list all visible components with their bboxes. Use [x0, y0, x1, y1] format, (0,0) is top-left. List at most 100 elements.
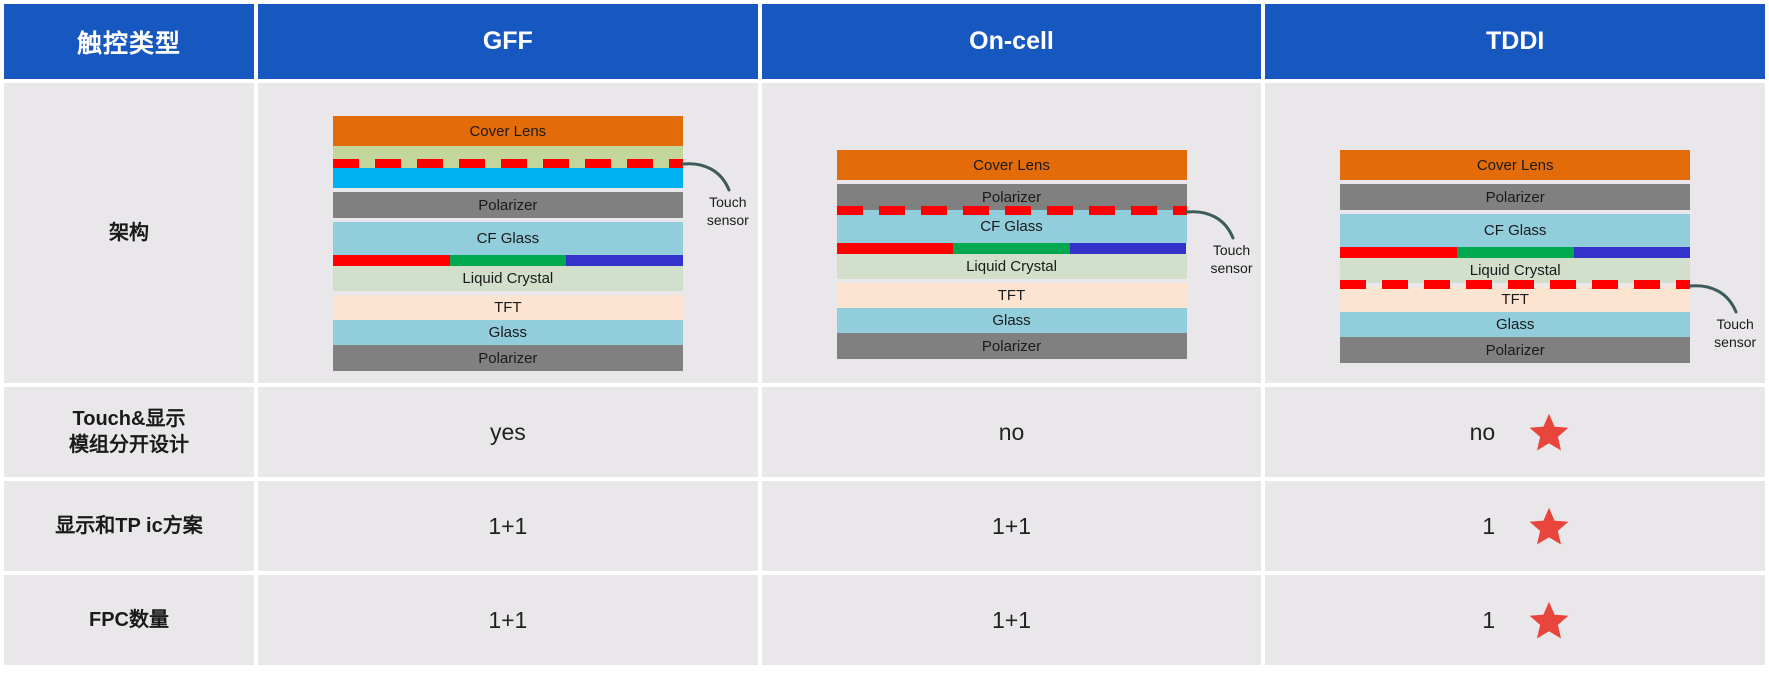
oncell-color-filter-red [836, 243, 954, 254]
row-label-separate-module: Touch&显示 模组分开设计 [4, 387, 254, 477]
header-cell-tddi: TDDI [1265, 4, 1766, 79]
oncell-color-filter-blue [1069, 243, 1187, 254]
tddi-touch-sensor-line [1340, 280, 1691, 289]
tddi-callout-curve-icon [1688, 284, 1738, 314]
cell-fpc-count-tddi: 1 [1265, 575, 1766, 665]
tddi-layer-tft-label: TFT [1501, 291, 1529, 308]
value-separate-module-gff: yes [489, 418, 526, 445]
row-label-ic-solution-text: 显示和TP ic方案 [55, 515, 203, 537]
value-ic-solution-gff: 1+1 [488, 512, 528, 539]
oncell-layer-polarizer-bottom-label: Polarizer [981, 337, 1042, 355]
gff-layer-cf-glass: CF Glass [332, 222, 683, 255]
gff-stack-diagram: Cover Lens Polarizer CF Glass [332, 108, 749, 371]
oncell-layer-cf-glass-label: CF Glass [980, 218, 1043, 235]
header-label-touch-type: 触控类型 [76, 29, 181, 58]
value-fpc-count-gff: 1+1 [488, 606, 528, 633]
gff-layer-polarizer-top-label: Polarizer [478, 196, 538, 214]
value-separate-module-oncell: no [998, 418, 1025, 445]
gff-touch-sensor-callout: Touch sensor [681, 148, 759, 229]
gff-layer-cover-lens: Cover Lens [332, 116, 683, 146]
gff-layer-tft: TFT [332, 295, 683, 320]
header-label-tddi: TDDI [1486, 27, 1545, 55]
tddi-layer-cf-glass: CF Glass [1340, 214, 1691, 247]
cell-ic-solution-oncell: 1+1 [761, 481, 1262, 571]
gff-layer-polarizer-bottom-label: Polarizer [478, 349, 538, 367]
row-label-separate-module-line2: 模组分开设计 [69, 434, 189, 456]
cell-architecture-gff: Cover Lens Polarizer CF Glass [258, 83, 758, 383]
star-icon [1529, 413, 1569, 451]
tddi-touch-sensor-callout: Touch sensor [1688, 270, 1766, 351]
gff-color-filter-blue [566, 255, 683, 266]
oncell-color-filter-green [953, 243, 1070, 254]
tddi-layer-glass-label: Glass [1496, 316, 1535, 333]
gff-layer-polarizer-bottom: Polarizer [332, 345, 683, 371]
row-label-ic-solution: 显示和TP ic方案 [4, 481, 254, 571]
table-row-fpc-count: FPC数量 1+1 1+1 1 [0, 575, 1769, 665]
gff-layer-cf-glass-label: CF Glass [476, 230, 540, 247]
gff-layer-glass-label: Glass [488, 324, 527, 341]
tddi-color-filter-green [1457, 247, 1574, 258]
cell-separate-module-tddi: no [1265, 387, 1766, 477]
gff-color-filter-red [332, 255, 450, 266]
cell-separate-module-gff: yes [258, 387, 758, 477]
oncell-callout-curve-icon [1185, 210, 1234, 240]
oncell-callout-label-line2: sensor [1210, 259, 1253, 276]
tddi-callout-label-line2: sensor [1714, 333, 1757, 350]
tddi-layer-polarizer-bottom: Polarizer [1340, 337, 1691, 363]
oncell-touch-sensor-line [836, 206, 1187, 215]
oncell-layer-liquid-crystal: Liquid Crystal [836, 254, 1187, 279]
value-fpc-count-tddi: 1 [1482, 606, 1496, 633]
tddi-stack-diagram: Cover Lens Polarizer CF Glass [1340, 108, 1756, 363]
oncell-layer-glass-label: Glass [992, 312, 1031, 329]
oncell-stack-diagram: Cover Lens Polarizer CF Glass [836, 108, 1253, 359]
value-ic-solution-oncell: 1+1 [992, 512, 1032, 539]
oncell-layer-polarizer-bottom: Polarizer [836, 333, 1187, 359]
header-cell-touch-type: 触控类型 [4, 4, 254, 79]
gff-touch-sensor-line [332, 159, 683, 168]
tddi-layer-polarizer-top: Polarizer [1340, 184, 1691, 210]
row-label-fpc-count-text: FPC数量 [89, 609, 169, 631]
value-fpc-count-oncell: 1+1 [992, 606, 1032, 633]
tddi-color-filter-red [1340, 247, 1458, 258]
gff-layer-polarizer-top: Polarizer [332, 192, 683, 218]
tddi-layer-liquid-crystal: Liquid Crystal [1340, 258, 1691, 283]
oncell-layer-cover-lens: Cover Lens [836, 150, 1187, 180]
row-label-architecture: 架构 [4, 83, 254, 383]
tddi-layer-cover-lens-label: Cover Lens [1476, 156, 1554, 174]
cell-fpc-count-gff: 1+1 [258, 575, 758, 665]
oncell-layer-polarizer-top-label: Polarizer [981, 188, 1042, 206]
oncell-layer-cf-glass: CF Glass [836, 210, 1187, 243]
row-label-separate-module-line1: Touch&显示 [72, 408, 186, 430]
gff-layer-ito-cyan [332, 168, 683, 188]
cell-ic-solution-gff: 1+1 [258, 481, 758, 571]
value-ic-solution-tddi: 1 [1482, 512, 1496, 539]
star-icon [1529, 601, 1569, 639]
star-icon [1529, 507, 1569, 545]
gff-callout-label-line2: sensor [706, 211, 749, 228]
table-header-row: 触控类型 GFF On-cell TDDI [0, 0, 1769, 79]
table-row-architecture: 架构 Cover Lens Polarizer CF Glass [0, 83, 1769, 383]
oncell-callout-label-line1: Touch [1212, 242, 1251, 258]
tddi-layer-cf-glass-label: CF Glass [1483, 222, 1547, 239]
cell-fpc-count-oncell: 1+1 [761, 575, 1262, 665]
tddi-layer-polarizer-bottom-label: Polarizer [1485, 341, 1545, 359]
tddi-layer-polarizer-top-label: Polarizer [1485, 188, 1545, 206]
row-label-fpc-count: FPC数量 [4, 575, 254, 665]
tddi-color-filter-blue [1573, 247, 1691, 258]
oncell-layer-color-filter [836, 243, 1187, 254]
gff-layer-glass: Glass [332, 320, 683, 345]
gff-layer-tft-label: TFT [494, 299, 522, 316]
oncell-layer-tft: TFT [836, 283, 1187, 308]
gff-layer-liquid-crystal-label: Liquid Crystal [462, 270, 554, 287]
tddi-layer-tft: TFT [1340, 287, 1691, 312]
header-label-oncell: On-cell [969, 27, 1054, 55]
value-separate-module-tddi: no [1469, 418, 1496, 445]
header-cell-oncell: On-cell [761, 4, 1262, 79]
table-row-separate-module: Touch&显示 模组分开设计 yes no no [0, 387, 1769, 477]
oncell-layer-glass: Glass [836, 308, 1187, 333]
oncell-layer-tft-label: TFT [997, 287, 1026, 304]
gff-layer-cover-lens-label: Cover Lens [469, 122, 547, 140]
oncell-layer-liquid-crystal-label: Liquid Crystal [966, 258, 1057, 275]
tddi-callout-label-line1: Touch [1716, 316, 1754, 332]
